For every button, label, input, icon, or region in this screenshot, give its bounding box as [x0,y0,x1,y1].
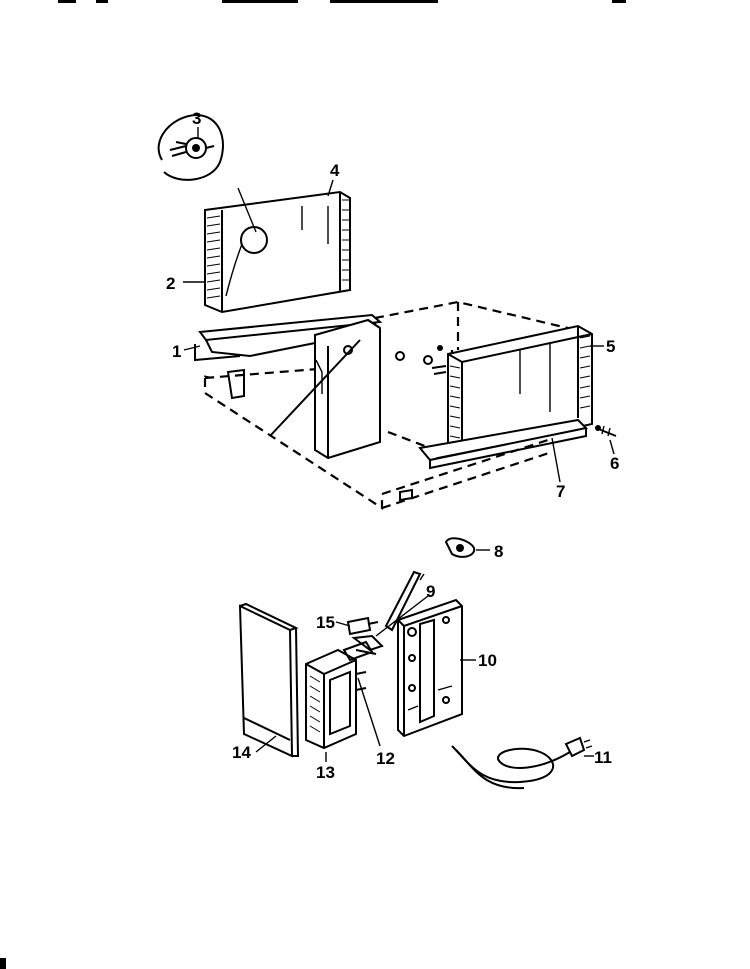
callout-5: 5 [606,337,615,356]
leader-12 [357,677,381,747]
part-13-relay-box [305,648,367,750]
callout-12: 12 [376,749,395,768]
callout-15: 15 [316,613,335,632]
part-7-drain-pan [418,418,589,470]
part-6-screw [595,425,617,437]
callout-10: 10 [478,651,497,670]
part-9-sensor-bulb [384,570,425,632]
part-4-condenser-coil [204,190,351,314]
callout-1: 1 [172,342,181,361]
part-5-evaporator-coil [447,324,593,454]
part-14-access-panel [238,602,300,758]
leader-1 [183,345,201,351]
callout-6: 6 [610,454,619,473]
callout-11: 11 [594,748,612,767]
back-wall-fittings [395,345,447,375]
part-15-switch [346,616,384,655]
callout-13: 13 [316,763,335,782]
callout-8: 8 [494,542,503,561]
leader-4 [327,179,334,197]
callout-14: 14 [232,743,251,762]
part-11-power-cord [451,736,593,790]
center-partition [203,318,381,460]
callout-9: 9 [426,582,435,601]
part-12-bracket [342,640,374,662]
part-1-base-pan [194,313,383,362]
base-clip [399,488,413,502]
leader-6 [609,439,615,455]
callout-2: 2 [166,274,175,293]
part-8-grommet [444,537,476,558]
leader-2-top [237,187,257,233]
scan-artifacts [0,0,626,969]
leader-9 [375,595,429,637]
leader-7 [551,437,561,483]
leader-14 [255,735,277,753]
part-3-motor-inset [157,113,224,181]
leader-15 [335,621,351,627]
callout-7: 7 [556,482,565,501]
part-10-control-panel [397,598,463,738]
callout-4: 4 [330,161,340,180]
callout-3: 3 [192,109,201,128]
